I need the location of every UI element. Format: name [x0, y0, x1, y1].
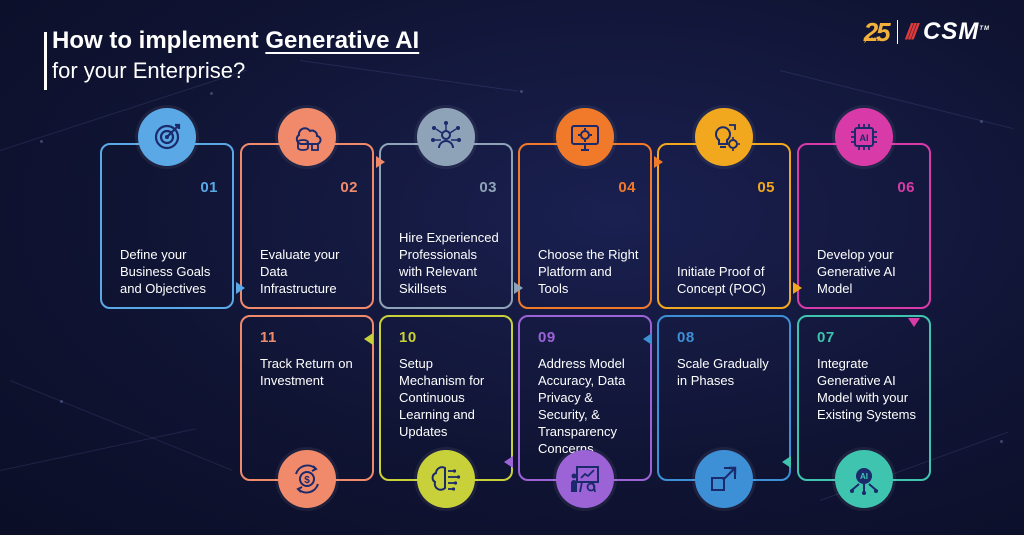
step-number: 02 — [340, 179, 358, 196]
step-text: Integrate Generative AI Model with your … — [817, 356, 916, 422]
arrow-02-03 — [376, 156, 385, 168]
step-number: 01 — [200, 179, 218, 196]
step-number: 06 — [897, 179, 915, 196]
step-text: Initiate Proof of Concept (POC) — [677, 264, 766, 296]
title-accent-bar — [44, 32, 47, 90]
arrow-10-11 — [364, 333, 373, 345]
step-number: 05 — [757, 179, 775, 196]
monitor-gear-icon — [556, 108, 614, 166]
arrow-07-08 — [782, 456, 791, 468]
logo-tm: TM — [979, 26, 990, 32]
ai-integration-icon: AI — [835, 450, 893, 508]
step-number: 03 — [479, 179, 497, 196]
arrow-04-05 — [654, 156, 663, 168]
network-person-icon — [417, 108, 475, 166]
arrow-05-06 — [793, 282, 802, 294]
logo-divider — [896, 20, 898, 44]
logo-slashes: /// — [905, 19, 918, 44]
target-icon — [138, 108, 196, 166]
step-number: 09 — [538, 329, 556, 346]
step-number: 08 — [677, 329, 695, 346]
title-line-1: How to implement Generative AI — [52, 26, 419, 56]
logo-years-number: 25 — [863, 17, 891, 47]
arrow-06-07 — [908, 318, 920, 327]
step-text: Setup Mechanism for Continuous Learning … — [399, 356, 485, 439]
step-text: Track Return on Investment — [260, 356, 353, 388]
logo-brand: CSMTM — [923, 18, 990, 46]
logo-25-years: 25 years — [863, 17, 891, 47]
page-title: How to implement Generative AI for your … — [44, 26, 419, 90]
step-text: Address Model Accuracy, Data Privacy & S… — [538, 356, 626, 456]
step-text: Develop your Generative AI Model — [817, 247, 896, 296]
step-number: 04 — [618, 179, 636, 196]
arrow-08-09 — [643, 333, 652, 345]
svg-text:AI: AI — [860, 472, 868, 481]
arrow-01-02 — [236, 282, 245, 294]
step-text: Choose the Right Platform and Tools — [538, 247, 639, 296]
svg-text:$: $ — [304, 475, 310, 486]
logo-years-label: years — [863, 37, 880, 43]
step-text: Hire Experienced Professionals with Rele… — [399, 230, 499, 296]
step-number: 07 — [817, 329, 835, 346]
arrow-03-04 — [514, 282, 523, 294]
arrow-09-10 — [504, 456, 513, 468]
scale-expand-icon — [695, 450, 753, 508]
lightbulb-gear-icon — [695, 108, 753, 166]
svg-text:AI: AI — [860, 133, 869, 143]
title-highlight: Generative AI — [265, 27, 420, 54]
cloud-database-icon — [278, 108, 336, 166]
step-number: 10 — [399, 329, 417, 346]
title-line-2: for your Enterprise? — [52, 58, 246, 83]
presentation-shield-icon — [556, 450, 614, 508]
title-prefix: How to implement — [52, 27, 266, 54]
step-text: Define your Business Goals and Objective… — [120, 247, 211, 296]
csm-logo: 25 years /// CSMTM — [864, 18, 990, 46]
dollar-cycle-icon: $ — [278, 450, 336, 508]
step-number: 11 — [260, 329, 277, 346]
ai-chip-icon: AI — [835, 108, 893, 166]
logo-brand-text: CSM — [922, 18, 980, 45]
brain-circuit-icon — [417, 450, 475, 508]
step-text: Evaluate your Data Infrastructure — [260, 247, 340, 296]
step-text: Scale Gradually in Phases — [677, 356, 769, 388]
